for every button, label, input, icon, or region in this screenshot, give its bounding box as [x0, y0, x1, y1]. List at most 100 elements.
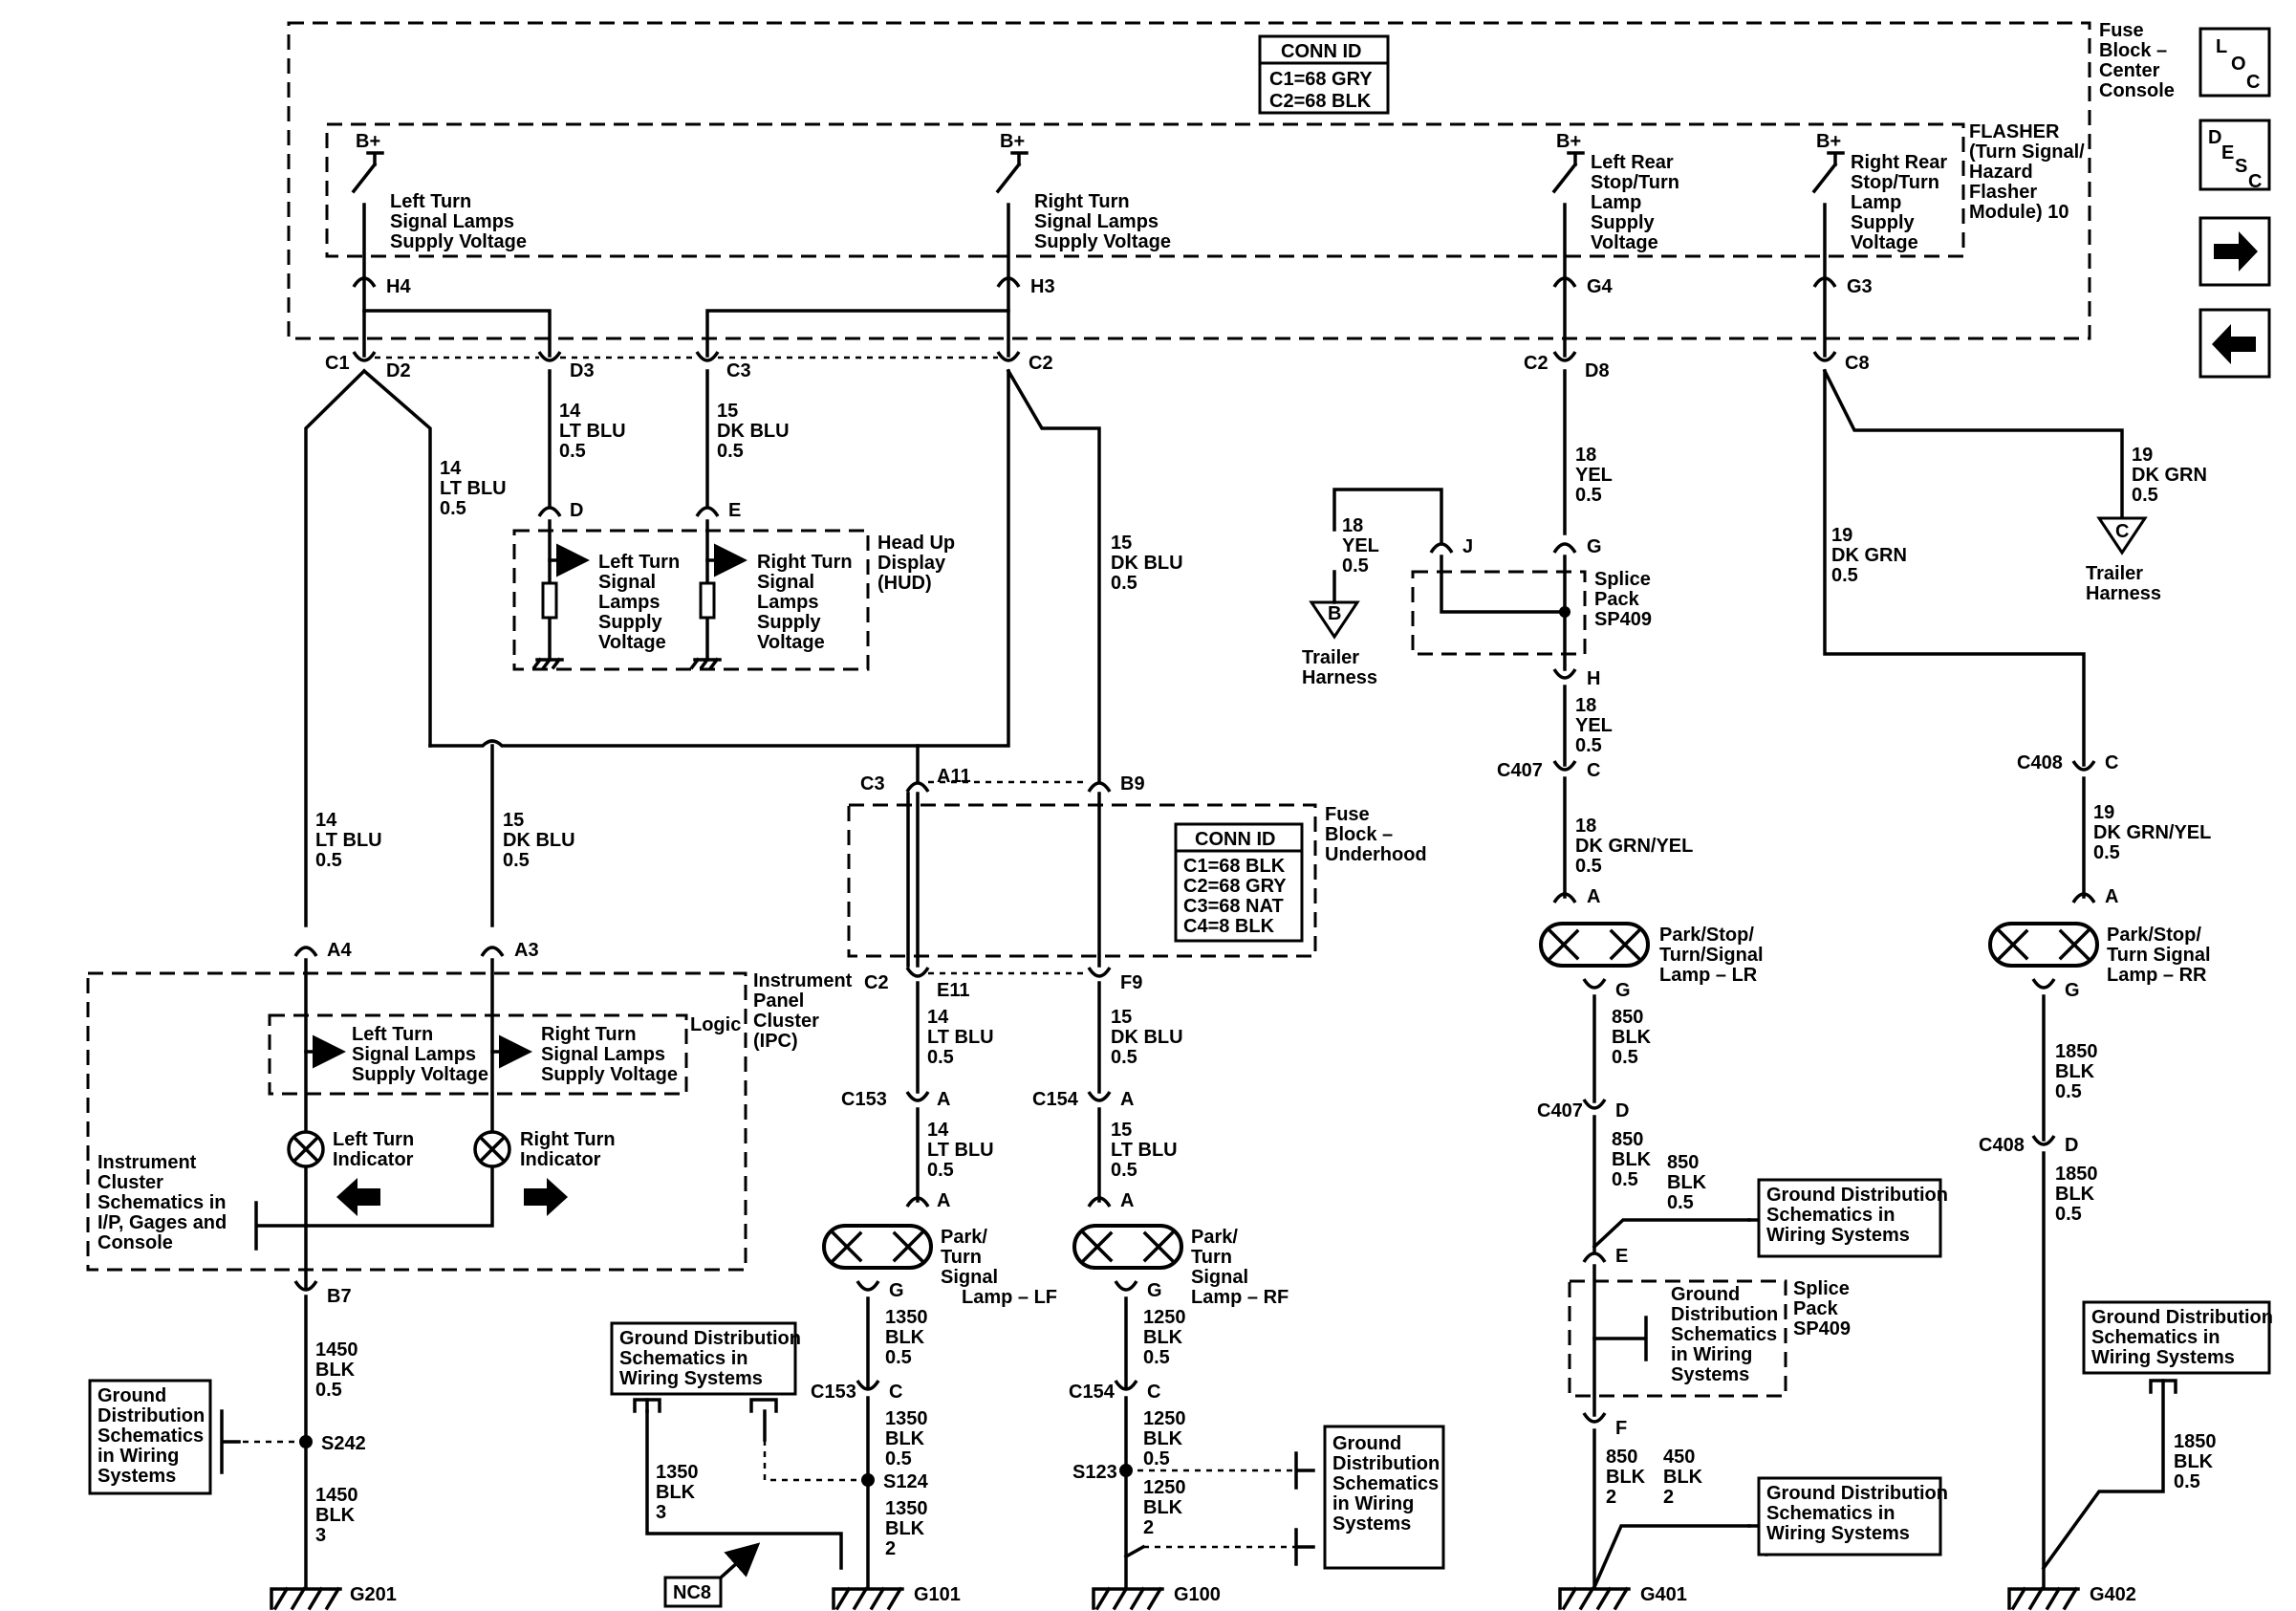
diagram-label: G3 [1847, 276, 1873, 297]
diagram-label: Hazard [1969, 162, 2033, 183]
diagram-label: 0.5 [885, 1347, 912, 1368]
diagram-label: 0.5 [1575, 735, 1602, 756]
diagram-label: DK GRN/YEL [1575, 836, 1693, 857]
diagram-label: Supply Voltage [390, 231, 527, 252]
diagram-label: S242 [321, 1433, 366, 1454]
next-page-button[interactable] [2199, 216, 2271, 287]
diagram-label: Signal Lamps [390, 211, 514, 232]
diagram-label: Fuse [1325, 804, 1370, 825]
diagram-label: Harness [2086, 583, 2161, 604]
diagram-label: BLK [1667, 1172, 1707, 1193]
diagram-label: 18 [1575, 816, 1596, 837]
diagram-label: 0.5 [927, 1047, 954, 1068]
diagram-label: 0.5 [1111, 1160, 1137, 1181]
diagram-label: LT BLU [927, 1140, 994, 1161]
diagram-label: Supply [1591, 212, 1656, 233]
diagram-label: 0.5 [2055, 1204, 2082, 1225]
diagram-label: LT BLU [315, 830, 382, 851]
diagram-label: 19 [2132, 445, 2153, 466]
diagram-label: F [1615, 1418, 1627, 1439]
diagram-label: in Wiring [1332, 1493, 1414, 1514]
diagram-label: G [1587, 536, 1602, 557]
diagram-label: Wiring Systems [1766, 1225, 1910, 1246]
diagram-label: C [2248, 171, 2262, 192]
ground-g101-icon [832, 1586, 904, 1611]
diagram-label: Display [877, 553, 946, 574]
diagram-label: BLK [885, 1327, 925, 1348]
diagram-label: Right Rear [1851, 152, 1947, 173]
diagram-label: 15 [1111, 533, 1132, 554]
diagram-label: C3 [726, 360, 751, 381]
diagram-label: B+ [356, 131, 380, 152]
diagram-label: C1=68 BLK [1183, 856, 1286, 877]
diagram-label: Signal Lamps [352, 1044, 476, 1065]
diagram-label: Turn Signal [2107, 945, 2211, 966]
diagram-label: C8 [1845, 353, 1870, 374]
diagram-label: Schematics [97, 1426, 204, 1447]
diagram-label: 15 [503, 810, 524, 831]
diagram-label: Lamp – LF [962, 1287, 1057, 1308]
lamp-lf-icon [822, 1224, 933, 1270]
diagram-label: Lamp – LR [1659, 965, 1758, 986]
conn-id-box-console: CONN ID C1=68 GRY C2=68 BLK [1258, 34, 1390, 115]
lamp-rf-icon [1072, 1224, 1183, 1270]
diagram-label: J [1462, 536, 1473, 557]
prev-page-button[interactable] [2199, 308, 2271, 379]
diagram-label: I/P, Gages and [97, 1212, 227, 1233]
diagram-label: H4 [386, 276, 411, 297]
diagram-label: Turn/Signal [1659, 945, 1764, 966]
diagram-label: 0.5 [440, 498, 466, 519]
diagram-label: BLK [1606, 1467, 1646, 1488]
diagram-label: Signal [941, 1267, 998, 1288]
diagram-label: Park/Stop/ [1659, 925, 1754, 946]
diagram-label: Ground [97, 1385, 166, 1406]
diagram-label: Systems [1332, 1513, 1411, 1535]
diagram-label: Harness [1302, 667, 1377, 688]
diagram-label: 2 [1606, 1487, 1616, 1508]
diagram-label: B9 [1120, 773, 1145, 795]
diagram-label: 0.5 [1342, 555, 1369, 577]
diagram-label: Head Up [877, 533, 955, 554]
diagram-label: Stop/Turn [1591, 172, 1679, 193]
diagram-label: Left Turn [352, 1024, 433, 1045]
diagram-label: Supply Voltage [1034, 231, 1171, 252]
diagram-label: Pack [1594, 589, 1640, 610]
diagram-label: 0.5 [1143, 1347, 1170, 1368]
diagram-label: BLK [1143, 1327, 1183, 1348]
diagram-label: E11 [937, 980, 969, 1001]
diagram-label: Lamp – RF [1191, 1287, 1289, 1308]
diagram-label: C4=8 BLK [1183, 916, 1275, 937]
console-connectors: C1 D2 D3 C3 C2 C2 D8 C8 [325, 351, 1870, 381]
diagram-label: 1850 [2055, 1041, 2098, 1062]
diagram-label: Voltage [598, 632, 666, 653]
diagram-label: C1 [325, 353, 350, 374]
diagram-label: B+ [1556, 131, 1581, 152]
diagram-label: 0.5 [927, 1160, 954, 1181]
diagram-label: DK BLU [1111, 1027, 1183, 1048]
diagram-label: G [889, 1280, 904, 1301]
diagram-label: S123 [1072, 1462, 1117, 1483]
diagram-label: Splice [1594, 569, 1651, 590]
desc-button[interactable]: D E S C [2199, 119, 2271, 192]
diagram-label: (Turn Signal/ [1969, 142, 2085, 163]
diagram-label: Ground Distribution [1766, 1483, 1948, 1504]
diagram-label: B [1328, 603, 1341, 624]
diagram-label: F9 [1120, 972, 1142, 993]
diagram-label: 3 [656, 1502, 666, 1523]
lamp-rr-icon [1988, 922, 2099, 968]
arrow-left-icon [336, 1178, 380, 1216]
diagram-label: 1450 [315, 1485, 358, 1506]
diagram-label: Fuse [2099, 20, 2144, 41]
diagram-label: Block – [2099, 40, 2167, 61]
diagram-label: Park/ [1191, 1227, 1238, 1248]
diagram-label: Cluster [753, 1011, 819, 1032]
diagram-label: D [2208, 127, 2221, 148]
diagram-label: (HUD) [877, 573, 932, 594]
ground-g100-icon [1092, 1586, 1164, 1611]
diagram-label: H [1587, 668, 1600, 689]
diagram-label: 2 [885, 1538, 896, 1559]
diagram-label: DK GRN/YEL [2093, 822, 2211, 843]
loc-button[interactable]: L O C [2199, 27, 2271, 98]
flasher-pins: H4 H3 G4 G3 [352, 276, 1873, 297]
diagram-label: 850 [1606, 1447, 1637, 1468]
